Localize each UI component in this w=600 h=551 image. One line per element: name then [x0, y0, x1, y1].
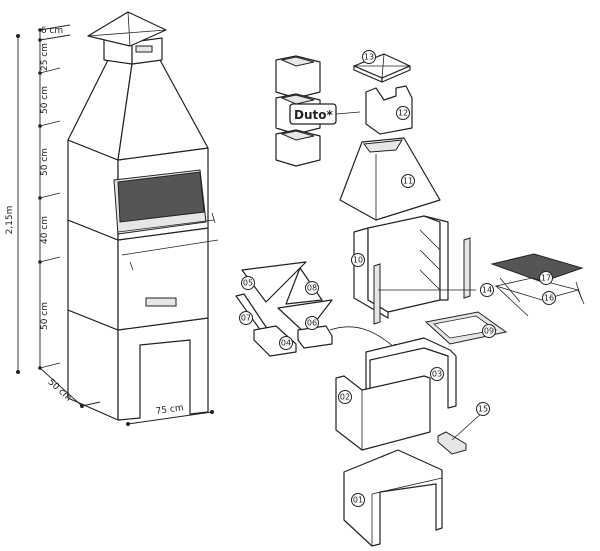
- total-height-label: 2,15m: [5, 206, 15, 235]
- part-number: 07: [241, 314, 251, 323]
- grill-grate: [117, 171, 205, 223]
- part-17-grate: [490, 253, 584, 283]
- chimney-vent: [135, 45, 153, 53]
- part-number: 01: [353, 496, 363, 505]
- ash-drawer: [145, 297, 177, 307]
- part-number: 12: [398, 109, 408, 118]
- part-number: 03: [432, 370, 442, 379]
- segment-height-label: 40 cm: [40, 216, 50, 244]
- part-number-callout: 02: [338, 390, 352, 404]
- part-number: 04: [281, 339, 291, 348]
- part-number-circle: [239, 311, 253, 325]
- dimension-tick: [39, 34, 71, 41]
- part-number: 17: [541, 274, 551, 283]
- part-number-circle: [305, 281, 319, 295]
- part-11-hood: [339, 137, 441, 221]
- segment-height-label: 50 cm: [40, 302, 50, 330]
- part-04-base-right: [297, 325, 333, 349]
- part-number: 16: [544, 294, 554, 303]
- part-10-chamber: [353, 215, 471, 325]
- part-number-callout: 03: [430, 367, 444, 381]
- part-number-callout: 13: [362, 50, 376, 64]
- part-number-callout: 10: [351, 253, 365, 267]
- part-number-circle: [362, 50, 376, 64]
- dimension-tick: [39, 67, 61, 74]
- part-number-callout: 09: [482, 324, 496, 338]
- duct-label: Duto*: [294, 108, 333, 122]
- dimension-dot: [38, 28, 42, 32]
- dimension-tick: [39, 120, 61, 127]
- part-number-circle: [305, 316, 319, 330]
- part-number: 08: [307, 284, 317, 293]
- base-front-face: [117, 317, 209, 421]
- part-number-circle: [401, 174, 415, 188]
- dimension-tick: [39, 362, 61, 369]
- part-number-circle: [539, 271, 553, 285]
- part-number: 13: [364, 53, 374, 62]
- dimension-lines: [16, 24, 214, 426]
- part-number: 10: [353, 256, 363, 265]
- dimension-dot: [38, 124, 42, 128]
- part-number: 02: [340, 393, 350, 402]
- part-02-front-walls: [335, 375, 431, 451]
- part-number-callout: 06: [305, 316, 319, 330]
- dimension-tick: [39, 256, 61, 263]
- duct-label-callout: Duto*: [289, 103, 361, 125]
- part-15-drawer: [437, 431, 467, 455]
- segment-height-label: 50 cm: [40, 86, 50, 114]
- segment-height-label: 6 cm: [41, 26, 63, 36]
- dimension-dot: [38, 260, 42, 264]
- part-number-callout: 14: [480, 283, 494, 297]
- part-number-callout: 15: [476, 402, 490, 416]
- part-number-callout: 07: [239, 311, 253, 325]
- part-number-circle: [542, 291, 556, 305]
- part-number: 15: [478, 405, 488, 414]
- part-number-circle: [241, 276, 255, 290]
- part-number: 09: [484, 327, 494, 336]
- part-number-circle: [480, 283, 494, 297]
- part-number-circle: [351, 253, 365, 267]
- dimension-tick: [39, 192, 61, 199]
- hood-front-face: [117, 59, 209, 161]
- part-number-circle: [396, 106, 410, 120]
- part-number: 05: [243, 279, 253, 288]
- part-number-callout: 04: [279, 336, 293, 350]
- part-12-chimney: [365, 85, 413, 135]
- exploded-parts: Duto*: [235, 53, 585, 547]
- width-label: 75 cm: [155, 403, 184, 417]
- part-number-callout: 11: [401, 174, 415, 188]
- dimension-dot: [38, 71, 42, 75]
- part-16-frame: [494, 277, 580, 301]
- part-number-circle: [430, 367, 444, 381]
- part-number-circle: [482, 324, 496, 338]
- assembled-grill: [67, 11, 219, 421]
- part-number-callout: 08: [305, 281, 319, 295]
- part-number-callout: 05: [241, 276, 255, 290]
- part-number-callout: 16: [542, 291, 556, 305]
- part-number-circle: [351, 493, 365, 507]
- dimension-dot: [38, 38, 42, 42]
- part-number-callout: 12: [396, 106, 410, 120]
- segment-height-label: 50 cm: [40, 148, 50, 176]
- dimension-tick: [39, 24, 71, 31]
- part-number-circle: [338, 390, 352, 404]
- part-01-base: [343, 449, 443, 547]
- part-number-callout: 17: [539, 271, 553, 285]
- part-number-circle: [476, 402, 490, 416]
- part-number: 06: [307, 319, 317, 328]
- part-number-callout: 01: [351, 493, 365, 507]
- dimension-dot: [38, 196, 42, 200]
- part-06-panel: [277, 299, 333, 335]
- part-number: 11: [403, 177, 413, 186]
- part-number: 14: [482, 286, 492, 295]
- part-number-circle: [279, 336, 293, 350]
- segment-height-label: 25 cm: [40, 43, 50, 71]
